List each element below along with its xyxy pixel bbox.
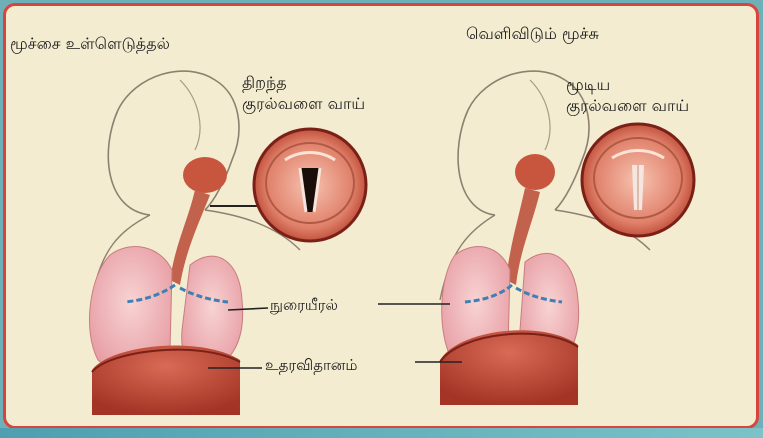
right-vocal-label-line2: குரல்வளை வாய் bbox=[566, 95, 689, 116]
left-head-outline bbox=[108, 71, 239, 215]
left-vocal-label-line1: திறந்த bbox=[242, 72, 365, 93]
lung-label: நுரையீரல் bbox=[270, 296, 338, 316]
right-panel-title: வெளிவிடும் மூச்சு bbox=[466, 24, 599, 45]
left-vocal-label: திறந்த குரல்வளை வாய் bbox=[242, 72, 365, 114]
left-diaphragm bbox=[92, 346, 240, 415]
diaphragm-label: உதரவிதானம் bbox=[265, 356, 357, 376]
left-panel-title: மூச்சை உள்ளெடுத்தல் bbox=[10, 34, 170, 55]
right-larynx bbox=[515, 154, 555, 190]
right-vocal-label: மூடிய குரல்வளை வாய் bbox=[566, 74, 689, 116]
right-figure bbox=[440, 71, 694, 405]
right-vocal-label-line1: மூடிய bbox=[566, 74, 689, 95]
left-vocal-label-line2: குரல்வளை வாய் bbox=[242, 93, 365, 114]
left-larynx bbox=[183, 157, 227, 193]
